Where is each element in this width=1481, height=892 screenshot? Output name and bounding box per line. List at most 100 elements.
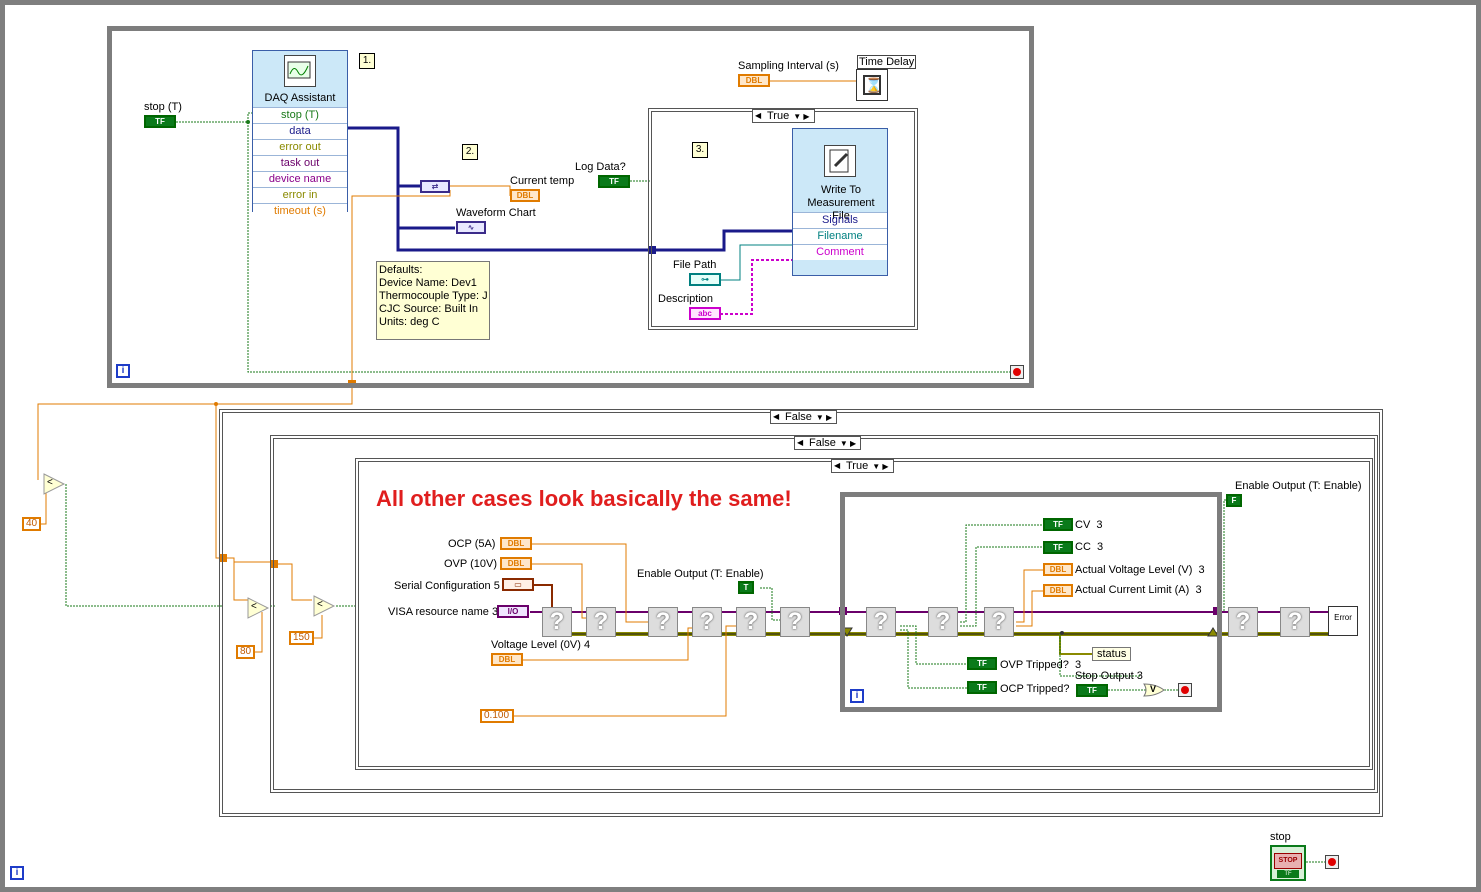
sampling-interval-label: Sampling Interval (s) [738, 60, 839, 72]
daq-terminal-row[interactable]: data [253, 123, 347, 139]
defaults-note: Defaults: Device Name: Dev1 Thermocouple… [376, 261, 490, 340]
ocp-control[interactable]: DBL [500, 537, 532, 550]
constant-0-100[interactable]: 0.100 [480, 709, 514, 723]
actual-current-text: Actual Current Limit (A) [1075, 584, 1190, 596]
constant-150[interactable]: 150 [289, 631, 314, 645]
ovp-tripped-text: OVP Tripped? [1000, 659, 1069, 671]
enable-output-const[interactable]: T [738, 581, 754, 594]
voltage-level-label: Voltage Level (0V) 4 [491, 639, 590, 651]
file-path-label: File Path [673, 259, 717, 271]
ovp-tripped-label: OVP Tripped? 3 [1000, 659, 1081, 671]
visa-resource-label: VISA resource name 3 [388, 606, 498, 618]
file-path-control[interactable]: ⊶ [689, 273, 721, 286]
outer-iteration-terminal: i [10, 866, 24, 880]
missing-subvi-block[interactable]: ? [648, 607, 678, 637]
daq-terminal-row[interactable]: task out [253, 155, 347, 171]
constant-40[interactable]: 40 [22, 517, 42, 531]
missing-subvi-block[interactable]: ? [866, 607, 896, 637]
missing-subvi-block[interactable]: ? [542, 607, 572, 637]
description-control[interactable]: abc [689, 307, 721, 320]
missing-subvi-block[interactable]: ? [692, 607, 722, 637]
ocp-tripped-text: OCP Tripped? [1000, 683, 1070, 695]
cases-note-headline: All other cases look basically the same! [376, 486, 792, 511]
outer-loop-stop-terminal [1325, 855, 1339, 869]
daq-chart-icon [287, 61, 311, 79]
daq-terminal-row[interactable]: error out [253, 139, 347, 155]
step-2-label: 2. [462, 144, 478, 160]
error-speech-icon: Error [1334, 613, 1352, 622]
compare-less-2: < [251, 601, 257, 612]
ocp-label: OCP (5A) [448, 538, 496, 550]
cc-label: CC 3 [1075, 541, 1103, 553]
daq-terminal-row[interactable]: timeout (s) [253, 203, 347, 219]
serial-config-text: Serial Configuration [394, 580, 491, 592]
ovp-tripped-count: 3 [1075, 659, 1082, 671]
stop-output-label: Stop Output 3 [1075, 670, 1143, 682]
enable-output-label: Enable Output (T: Enable) [637, 568, 764, 580]
daq-terminal-row[interactable]: error in [253, 187, 347, 203]
write-measurement-file-node[interactable]: Write To Measurement File SignalsFilenam… [792, 128, 888, 276]
error-handler-node[interactable]: Error [1328, 606, 1358, 636]
compare-less-3: < [317, 599, 323, 610]
sampling-interval-control[interactable]: DBL [738, 74, 770, 87]
visa-resource-control[interactable]: I/O [497, 605, 529, 618]
missing-subvi-block[interactable]: ? [984, 607, 1014, 637]
top-loop-stop-terminal [1010, 365, 1024, 379]
cc-text: CC [1075, 541, 1091, 553]
voltage-level-count: 4 [583, 639, 591, 651]
ocp-tripped-indicator: TF [967, 681, 997, 694]
ovp-label: OVP (10V) [444, 558, 497, 570]
waveform-chart-indicator[interactable]: ∿ [456, 221, 486, 234]
ocp-tripped-label: OCP Tripped? 3 [1000, 683, 1082, 695]
visa-resource-text: VISA resource name [388, 606, 489, 618]
daq-terminal-row[interactable]: stop (T) [253, 107, 347, 123]
write-file-terminal-row[interactable]: Comment [793, 244, 887, 260]
write-file-terminal-row[interactable]: Filename [793, 228, 887, 244]
stop-t-control[interactable]: TF [144, 115, 176, 128]
cc-count: 3 [1097, 541, 1104, 553]
main-stop-tf: TF [1277, 870, 1299, 878]
stop-output-control[interactable]: TF [1076, 684, 1108, 697]
log-data-control[interactable]: TF [598, 175, 630, 188]
voltage-level-control[interactable]: DBL [491, 653, 523, 666]
missing-subvi-block[interactable]: ? [736, 607, 766, 637]
current-temp-indicator[interactable]: DBL [510, 189, 540, 202]
outer-case-selector[interactable]: False [770, 410, 838, 424]
actual-voltage-label: Actual Voltage Level (V) 3 [1075, 564, 1205, 576]
cv-indicator: TF [1043, 518, 1073, 531]
status-unbundle: status [1092, 647, 1132, 661]
write-file-terminal-row[interactable]: Signals [793, 212, 887, 228]
main-stop-face: STOP [1274, 853, 1302, 869]
ovp-control[interactable]: DBL [500, 557, 532, 570]
step-1-label: 1. [359, 53, 375, 69]
main-stop-button[interactable]: STOP TF [1270, 845, 1306, 881]
or-node: V [1150, 684, 1157, 694]
time-delay-node[interactable]: ⌛ [856, 69, 888, 101]
daq-assistant-title: DAQ Assistant [264, 92, 336, 104]
serial-config-control[interactable]: ▭ [502, 578, 534, 591]
missing-subvi-block[interactable]: ? [1228, 607, 1258, 637]
enable-output-false-const[interactable]: F [1226, 494, 1242, 507]
inner-case-selector[interactable]: True [831, 459, 894, 473]
serial-config-count: 5 [493, 580, 500, 592]
actual-voltage-indicator: DBL [1043, 563, 1073, 576]
missing-subvi-block[interactable]: ? [780, 607, 810, 637]
actual-voltage-text: Actual Voltage Level (V) [1075, 564, 1193, 576]
missing-subvi-block[interactable]: ? [586, 607, 616, 637]
missing-subvi-block[interactable]: ? [928, 607, 958, 637]
convert-waveform-node[interactable]: ⇄ [420, 180, 450, 193]
daq-terminal-row[interactable]: device name [253, 171, 347, 187]
log-data-case-selector[interactable]: True [752, 109, 815, 123]
actual-current-label: Actual Current Limit (A) 3 [1075, 584, 1202, 596]
stop-output-count: 3 [1136, 670, 1143, 682]
middle-case-selector[interactable]: False [794, 436, 862, 450]
constant-80[interactable]: 80 [236, 645, 256, 659]
missing-subvi-block[interactable]: ? [1280, 607, 1310, 637]
waveform-chart-label: Waveform Chart [456, 207, 536, 219]
step-3-label: 3. [692, 142, 708, 158]
stop-t-label: stop (T) [144, 101, 182, 113]
voltage-level-text: Voltage Level (0V) [491, 639, 581, 651]
cc-indicator: TF [1043, 541, 1073, 554]
